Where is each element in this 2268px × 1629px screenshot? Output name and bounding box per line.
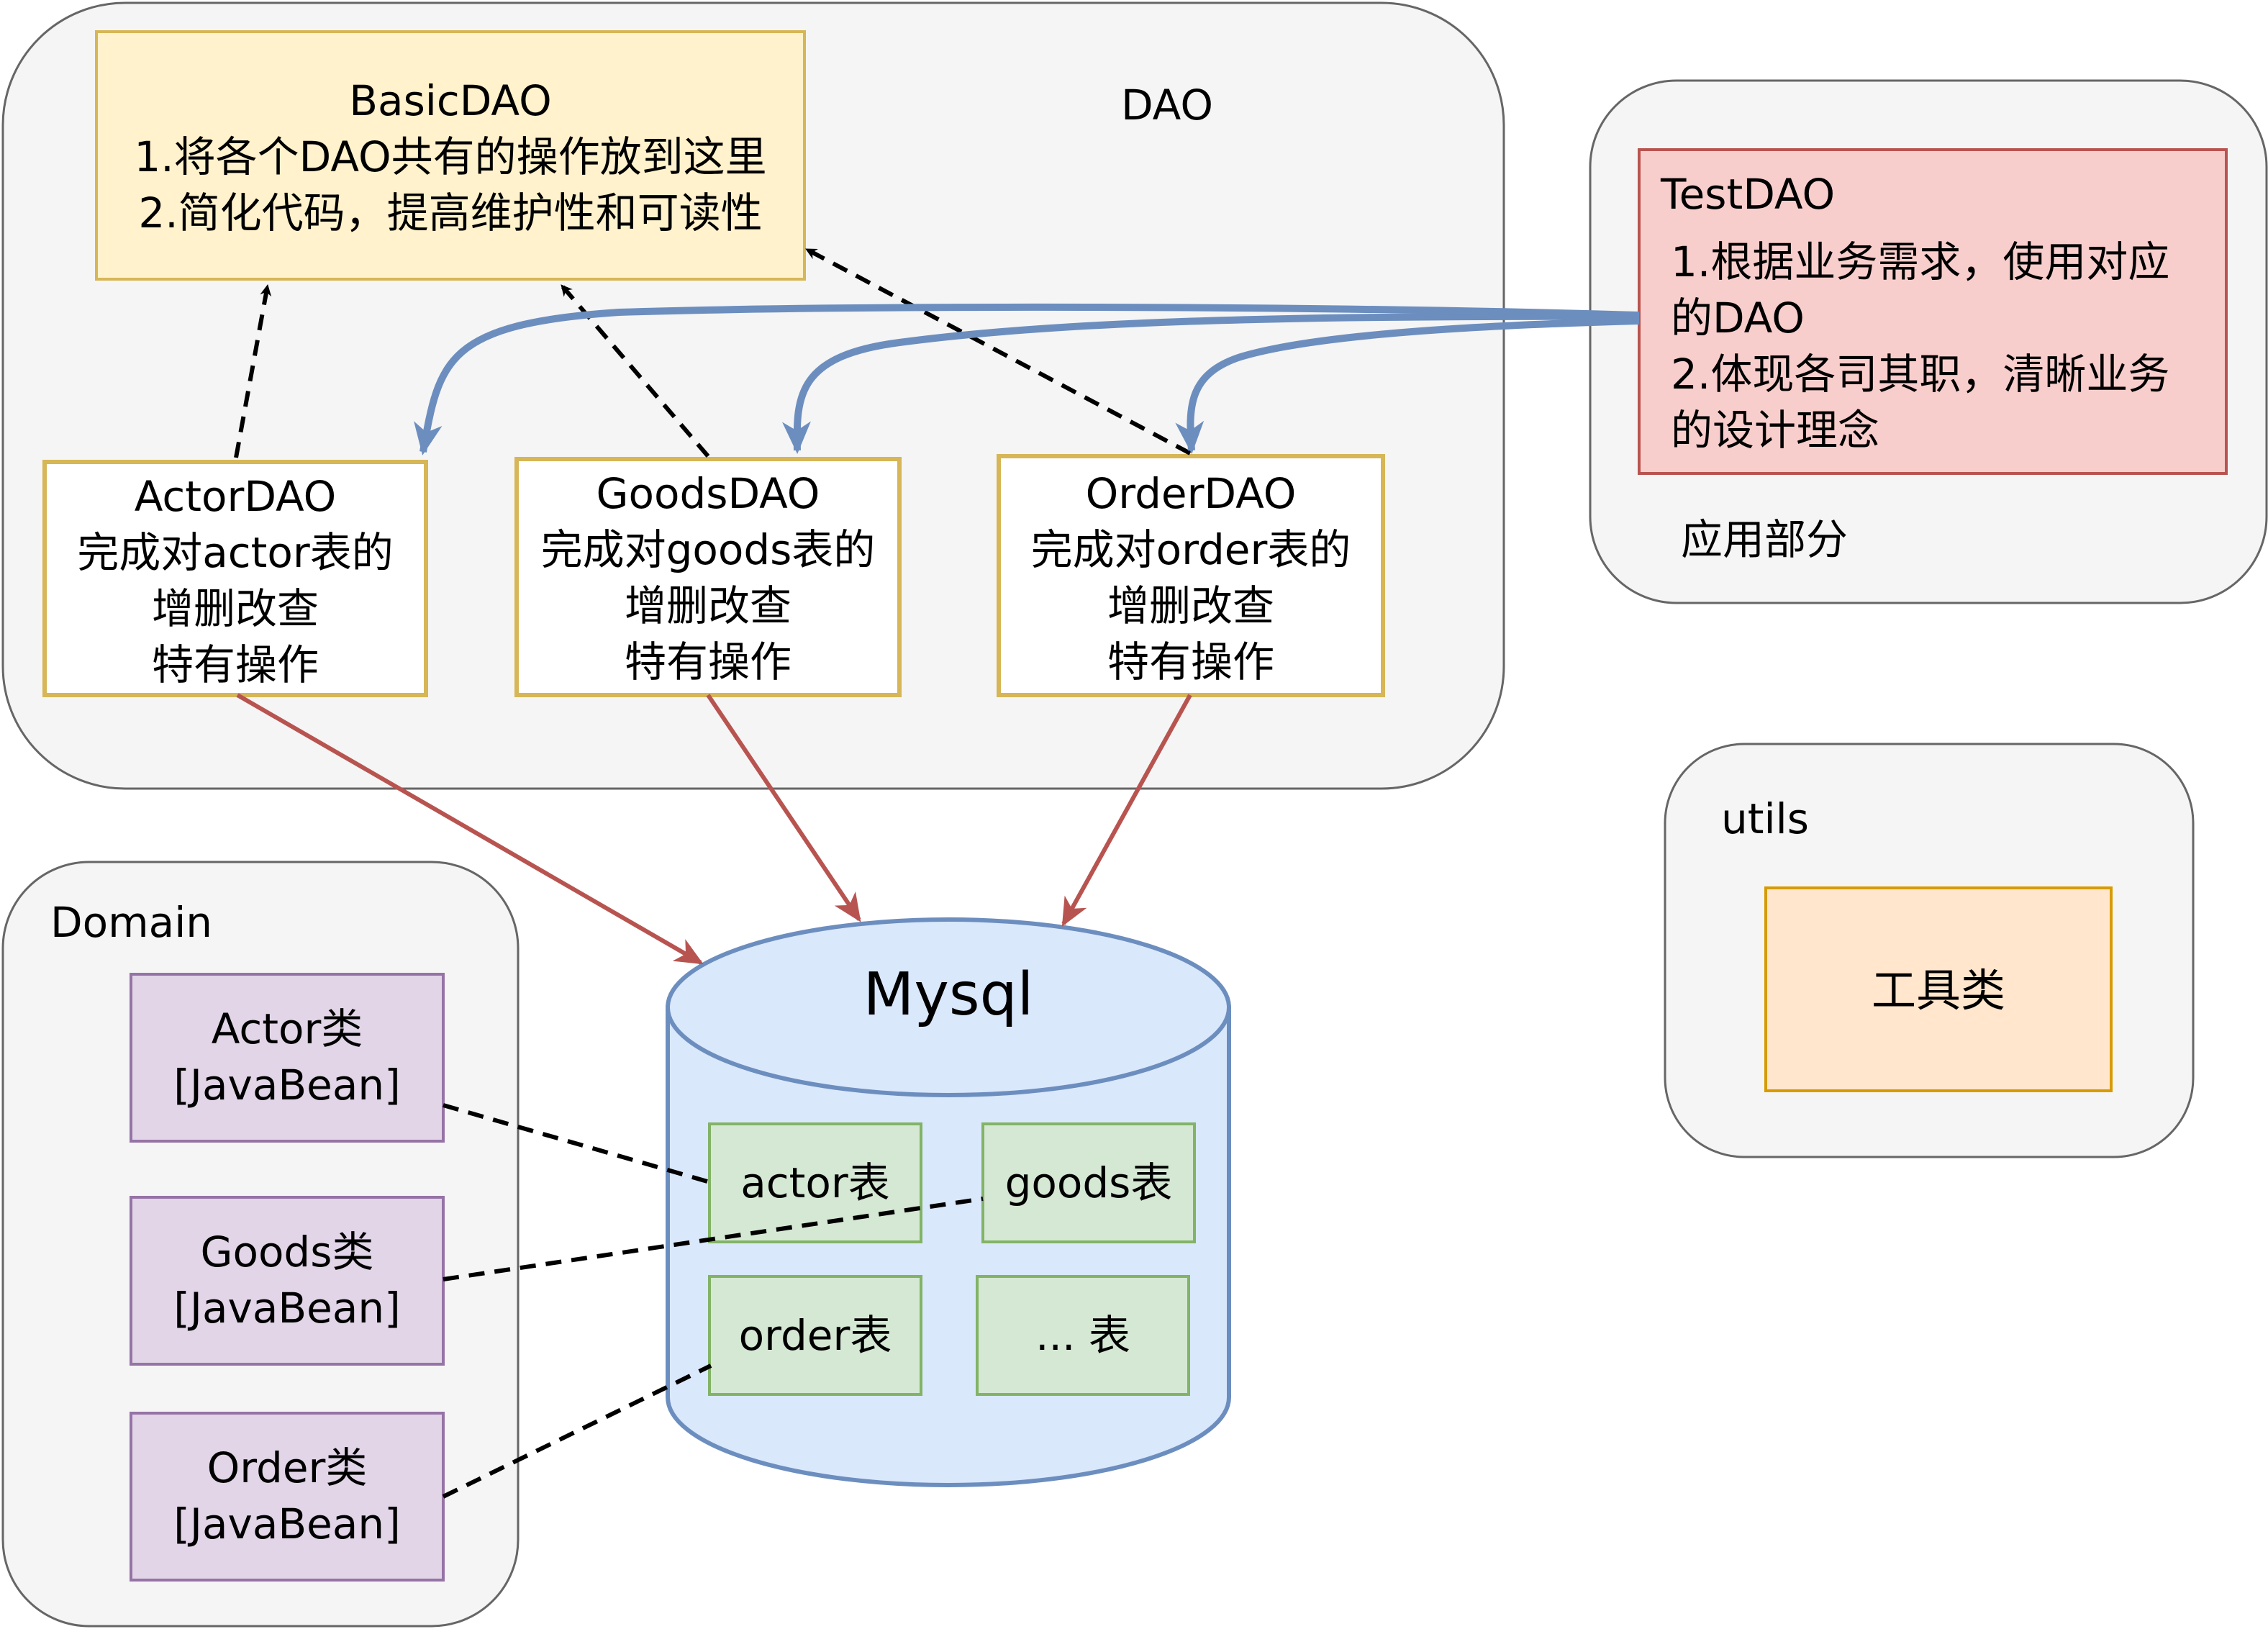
actor-class-to-table-link	[443, 1103, 713, 1185]
actor-class-box	[130, 973, 445, 1143]
goods-dao-box	[514, 457, 902, 697]
more-table-box	[976, 1275, 1190, 1396]
actor-dao-to-mysql-arrow	[236, 693, 704, 965]
goods-class-to-table-link	[443, 1197, 984, 1281]
actor-dao-title: ActorDAO	[135, 472, 337, 521]
order-class-line-1: [JavaBean]	[173, 1499, 401, 1548]
goods-class-line-1: [JavaBean]	[173, 1284, 401, 1333]
actor-dao-inherits-arrow	[234, 284, 272, 458]
order-class-box	[130, 1412, 445, 1582]
test-to-goods-dao-arrow	[781, 312, 1640, 454]
utils-group-label: utils	[1721, 794, 1809, 843]
order-dao-line-1: 完成对order表的	[1031, 525, 1351, 574]
goods-dao-title: GoodsDAO	[597, 469, 820, 518]
order-dao-box	[997, 454, 1385, 697]
test-dao-line-3: 2.体现各司其职，清晰业务	[1671, 350, 2169, 399]
tool-class-box	[1764, 886, 2113, 1092]
domain-group-label: Domain	[50, 898, 212, 947]
order-dao-line-3: 特有操作	[1107, 637, 1274, 686]
goods-dao-line-3: 特有操作	[625, 637, 791, 686]
goods-class-box	[130, 1196, 445, 1366]
basic-dao-title: BasicDAO	[349, 76, 552, 125]
order-class-line-0: Order类	[207, 1443, 368, 1492]
dao-group-label: DAO	[1121, 81, 1213, 130]
test-dao-box	[1638, 148, 2228, 475]
tool-class-label: 工具类	[1872, 964, 2005, 1017]
more-table-label: ... 表	[1035, 1311, 1130, 1360]
basic-dao-line-2: 2.简化代码，提高维护性和可读性	[138, 189, 762, 237]
order-dao-to-mysql-arrow	[1061, 694, 1192, 927]
actor-class-line-1: [JavaBean]	[173, 1061, 401, 1110]
test-to-order-dao-arrow	[1175, 317, 1640, 454]
actor-dao-line-3: 特有操作	[152, 640, 319, 689]
mysql-cylinder-top	[666, 917, 1231, 1097]
order-class-to-table-link	[442, 1363, 712, 1499]
goods-dao-line-2: 增删改查	[625, 581, 791, 630]
mysql-label: Mysql	[863, 961, 1034, 1029]
order-dao-inherits-arrow	[804, 247, 1192, 455]
order-table-label: order表	[739, 1311, 892, 1360]
order-dao-title: OrderDAO	[1086, 469, 1297, 518]
actor-dao-box	[42, 460, 428, 697]
order-table-box	[708, 1275, 922, 1396]
goods-table-label: goods表	[1005, 1158, 1173, 1207]
app-group-label: 应用部分	[1681, 515, 1848, 564]
actor-dao-line-1: 完成对actor表的	[77, 528, 394, 577]
actor-class-line-0: Actor类	[212, 1004, 363, 1053]
basic-dao-line-1: 1.将各个DAO共有的操作放到这里	[134, 132, 766, 181]
goods-dao-line-1: 完成对goods表的	[541, 525, 876, 574]
goods-table-box	[981, 1122, 1196, 1243]
test-dao-line-4: 的设计理念	[1671, 406, 1879, 455]
order-dao-line-2: 增删改查	[1107, 581, 1274, 630]
actor-dao-line-2: 增删改查	[152, 584, 319, 633]
test-to-actor-dao-arrow	[414, 303, 1640, 455]
goods-class-line-0: Goods类	[201, 1228, 374, 1276]
goods-dao-to-mysql-arrow	[706, 694, 861, 922]
basic-dao-box	[95, 30, 806, 281]
actor-table-label: actor表	[740, 1158, 890, 1207]
test-dao-title: TestDAO	[1660, 170, 1835, 219]
test-dao-line-1: 1.根据业务需求，使用对应	[1671, 237, 2169, 286]
test-dao-line-2: 的DAO	[1671, 294, 1805, 342]
